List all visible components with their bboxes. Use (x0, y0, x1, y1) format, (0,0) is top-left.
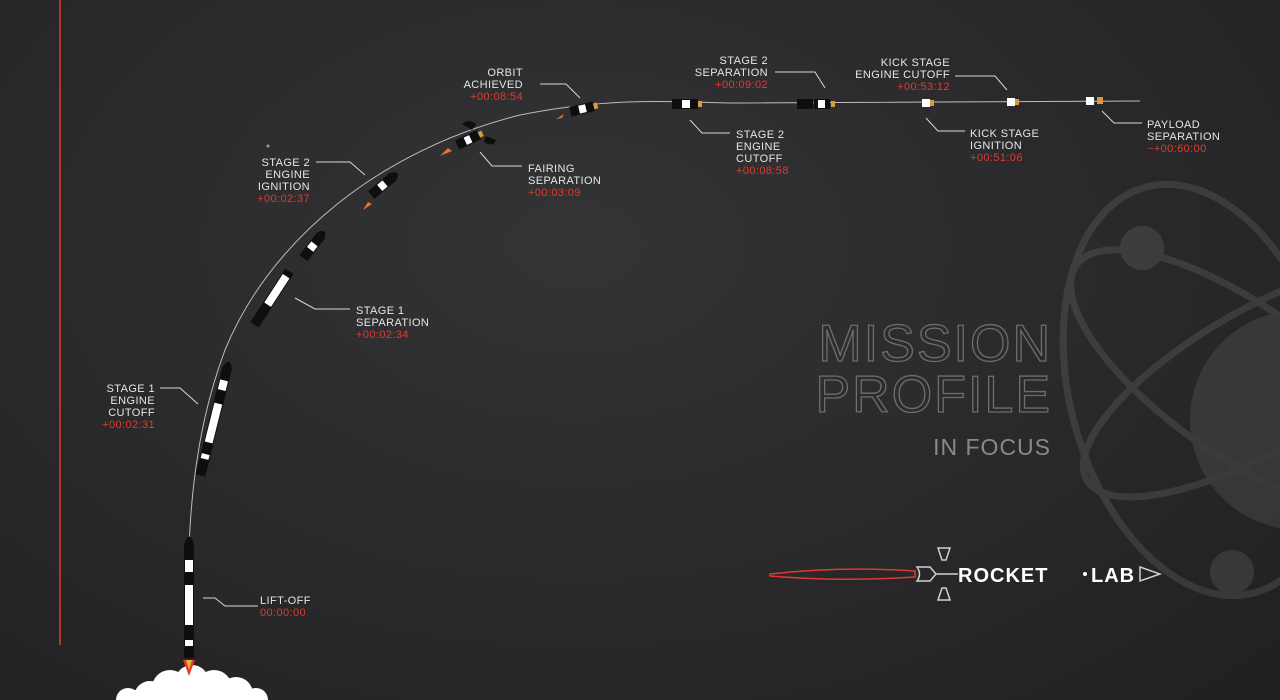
svg-text:SEPARATION: SEPARATION (528, 175, 601, 187)
trajectory-path (187, 100, 1141, 641)
svg-text:~+00:60:00: ~+00:60:00 (1147, 143, 1207, 155)
svg-text:STAGE 1: STAGE 1 (107, 383, 155, 395)
frame (59, 0, 1280, 646)
svg-text:00:00:00: 00:00:00 (260, 607, 306, 619)
svg-text:IGNITION: IGNITION (970, 140, 1022, 152)
rocket-fairing-separation (440, 121, 496, 156)
svg-text:+00:02:37: +00:02:37 (257, 193, 310, 205)
svg-text:+00:02:34: +00:02:34 (356, 329, 409, 341)
label-s2-cutoff: STAGE 2 ENGINE CUTOFF +00:08:58 (736, 129, 789, 177)
label-fairing-separation: FAIRING SEPARATION +00:03:09 (528, 163, 601, 199)
launch-cloud (116, 665, 268, 700)
label-kick-cutoff: KICK STAGE ENGINE CUTOFF +00:53:12 (855, 57, 950, 93)
title-line-2: PROFILE (816, 366, 1053, 424)
svg-text:SEPARATION: SEPARATION (695, 67, 768, 79)
label-liftoff: LIFT-OFF 00:00:00 (260, 595, 311, 619)
svg-text:KICK STAGE: KICK STAGE (970, 128, 1039, 140)
svg-text:ORBIT: ORBIT (487, 67, 523, 79)
label-s1-cutoff: STAGE 1 ENGINE CUTOFF +00:02:31 (102, 383, 155, 431)
atom-globe-icon (1059, 180, 1280, 600)
star-dot (266, 144, 270, 148)
svg-text:ENGINE: ENGINE (265, 169, 310, 181)
label-s1-separation: STAGE 1 SEPARATION +00:02:34 (356, 305, 429, 341)
svg-text:+00:08:54: +00:08:54 (470, 91, 523, 103)
event-labels: LIFT-OFF 00:00:00 STAGE 1 ENGINE CUTOFF … (102, 55, 1220, 619)
svg-text:SEPARATION: SEPARATION (356, 317, 429, 329)
svg-text:ENGINE: ENGINE (736, 141, 781, 153)
svg-text:STAGE 2: STAGE 2 (262, 157, 310, 169)
svg-text:SEPARATION: SEPARATION (1147, 131, 1220, 143)
svg-text:+00:02:31: +00:02:31 (102, 419, 155, 431)
rocket-s2-cutoff (672, 99, 702, 109)
svg-text:IGNITION: IGNITION (258, 181, 310, 193)
svg-text:CUTOFF: CUTOFF (108, 407, 155, 419)
svg-text:+00:53:12: +00:53:12 (897, 81, 950, 93)
title-line-1: MISSION (818, 315, 1052, 373)
svg-text:ENGINE: ENGINE (110, 395, 155, 407)
rocket-s1-separation (250, 230, 326, 328)
rocket-orbit (556, 101, 599, 119)
svg-text:+00:08:58: +00:08:58 (736, 165, 789, 177)
svg-text:STAGE 2: STAGE 2 (736, 129, 784, 141)
rocket-liftoff (183, 536, 195, 676)
payload-separation (1086, 97, 1103, 105)
label-s2-separation: STAGE 2 SEPARATION +00:09:02 (695, 55, 768, 91)
label-kick-ignition: KICK STAGE IGNITION +00:51:06 (970, 128, 1039, 164)
leader-lines (160, 71, 1142, 607)
svg-text:LIFT-OFF: LIFT-OFF (260, 595, 311, 607)
brand-name-right: LAB (1091, 565, 1135, 587)
svg-text:KICK STAGE: KICK STAGE (881, 57, 950, 69)
rocket-s2-ignition (363, 172, 398, 210)
svg-text:FAIRING: FAIRING (528, 163, 575, 175)
svg-text:STAGE 1: STAGE 1 (356, 305, 404, 317)
svg-text:ENGINE CUTOFF: ENGINE CUTOFF (855, 69, 950, 81)
svg-text:+00:03:09: +00:03:09 (528, 187, 581, 199)
brand-name-left: ROCKET (958, 565, 1048, 587)
svg-text:STAGE 2: STAGE 2 (720, 55, 768, 67)
svg-text:PAYLOAD: PAYLOAD (1147, 119, 1200, 131)
svg-text:+00:51:06: +00:51:06 (970, 152, 1023, 164)
label-orbit-achieved: ORBIT ACHIEVED +00:08:54 (464, 67, 523, 103)
rocket-s1-cutoff (195, 361, 232, 477)
label-payload-separation: PAYLOAD SEPARATION ~+00:60:00 (1147, 119, 1220, 155)
kick-stage-cutoff (1007, 98, 1019, 106)
svg-text:ACHIEVED: ACHIEVED (464, 79, 523, 91)
title-block: MISSION PROFILE IN FOCUS (815, 314, 1053, 460)
rocket-lab-logo: ROCKET LAB (769, 547, 1163, 601)
svg-text:CUTOFF: CUTOFF (736, 153, 783, 165)
rocket-s2-separation (797, 99, 835, 109)
kick-stage-ignition (922, 99, 934, 107)
svg-text:+00:09:02: +00:09:02 (715, 79, 768, 91)
subtitle: IN FOCUS (933, 434, 1051, 460)
label-s2-ignition: STAGE 2 ENGINE IGNITION +00:02:37 (257, 157, 310, 205)
